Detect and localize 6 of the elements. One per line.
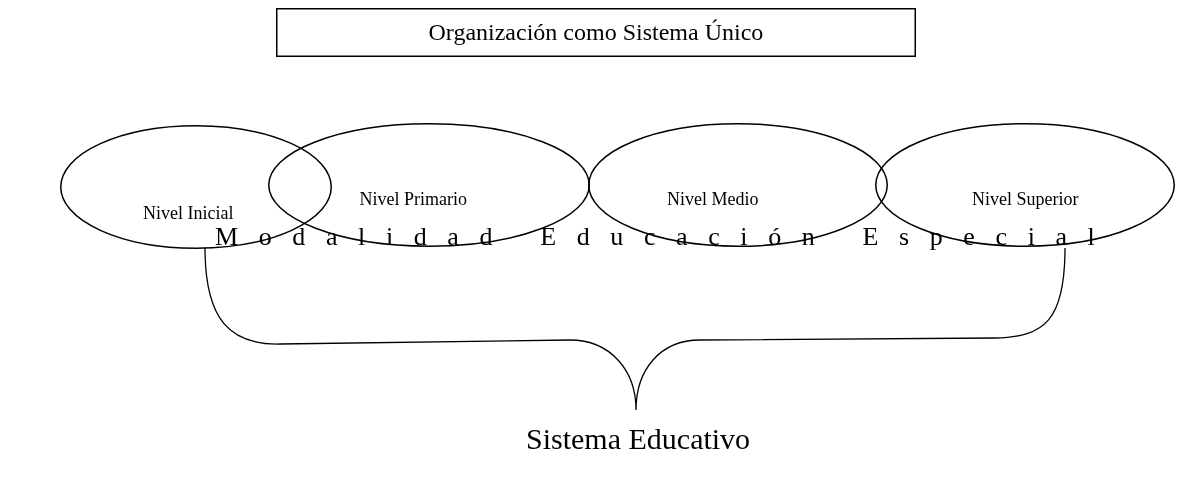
level-label: Nivel Primario — [359, 189, 467, 210]
level-label: Nivel Inicial — [143, 203, 234, 224]
title-text: Organización como Sistema Único — [428, 19, 764, 46]
level-label: Nivel Superior — [972, 189, 1079, 210]
level-label: Nivel Medio — [667, 189, 759, 210]
system-caption: Sistema Educativo — [526, 422, 751, 456]
